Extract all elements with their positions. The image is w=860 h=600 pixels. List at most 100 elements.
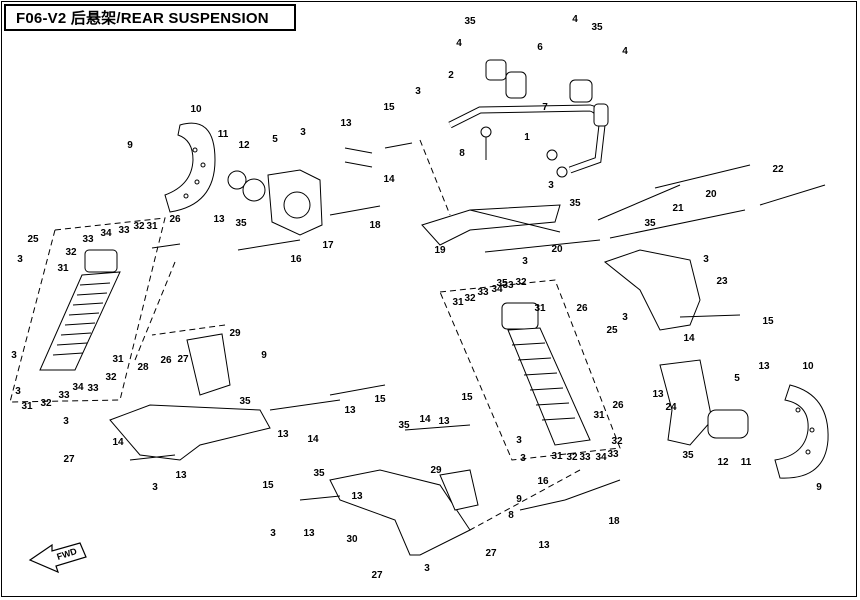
part-callout: 13 — [351, 491, 363, 502]
part-callout: 11 — [741, 457, 752, 468]
part-callout: 13 — [277, 429, 289, 440]
part-callout: 29 — [229, 328, 241, 339]
part-callout: 32 — [105, 372, 117, 383]
part-callout: 32 — [515, 277, 527, 288]
part-callout: 27 — [63, 454, 75, 465]
left-brake-disc — [164, 122, 216, 213]
part-callout: 32 — [464, 293, 476, 304]
right-brake-disc — [774, 384, 829, 479]
part-callout: 27 — [371, 570, 383, 581]
part-callout: 34 — [100, 228, 112, 239]
part-callout: 35 — [591, 22, 603, 33]
part-callout: 3 — [63, 416, 69, 427]
fwd-direction-arrow: FWD — [28, 542, 87, 574]
part-callout: 3 — [516, 435, 522, 446]
stabilizer-brackets — [480, 59, 609, 178]
upper-arm-right — [421, 204, 561, 246]
part-callout: 23 — [716, 276, 728, 287]
part-callout: 31 — [146, 221, 158, 232]
part-callout: 33 — [82, 234, 94, 245]
diagram-title: F06-V2 后悬架/REAR SUSPENSION — [16, 10, 269, 27]
part-callout: 15 — [461, 392, 473, 403]
part-callout: 17 — [322, 240, 334, 251]
part-callout: 35 — [398, 420, 410, 431]
part-callout: 7 — [542, 102, 548, 113]
part-callout: 15 — [374, 394, 386, 405]
part-callout: 34 — [595, 452, 607, 463]
part-callout: 22 — [772, 164, 784, 175]
part-callout: 33 — [477, 287, 489, 298]
part-callout: 14 — [383, 174, 395, 185]
part-callout: 13 — [438, 416, 450, 427]
part-callout: 6 — [537, 42, 543, 53]
part-callout: 9 — [127, 140, 133, 151]
part-callout: 3 — [522, 256, 528, 267]
part-callout: 3 — [703, 254, 709, 265]
part-callout: 13 — [303, 528, 315, 539]
right-shock-absorber — [501, 302, 591, 446]
part-callout: 31 — [57, 263, 69, 274]
part-callout: 3 — [548, 180, 554, 191]
part-callout: 33 — [502, 280, 514, 291]
part-callout: 13 — [175, 470, 187, 481]
bolts-upper-left — [151, 142, 413, 251]
part-callout: 31 — [593, 410, 605, 421]
part-callout: 35 — [682, 450, 694, 461]
part-callout: 33 — [579, 452, 591, 463]
diagram-title-box: F06-V2 后悬架/REAR SUSPENSION — [4, 4, 296, 31]
part-callout: 3 — [11, 350, 17, 361]
part-callout: 32 — [133, 221, 145, 232]
part-callout: 15 — [262, 480, 274, 491]
left-shock-absorber — [39, 249, 121, 371]
part-callout: 35 — [235, 218, 247, 229]
assembly-group-outlines — [9, 139, 621, 531]
part-callout: 31 — [551, 451, 563, 462]
part-callout: 18 — [608, 516, 620, 527]
part-callout: 31 — [21, 401, 33, 412]
leader-line — [151, 324, 226, 336]
part-callout: 13 — [213, 214, 225, 225]
part-callout: 10 — [802, 361, 814, 372]
part-callout: 4 — [456, 38, 462, 49]
part-callout: 25 — [606, 325, 618, 336]
misc-bolts — [129, 314, 741, 511]
part-callout: 26 — [169, 214, 181, 225]
part-callout: 15 — [383, 102, 395, 113]
part-callout: 33 — [58, 390, 70, 401]
part-callout: 25 — [27, 234, 39, 245]
part-callout: 31 — [452, 297, 464, 308]
part-callout: 33 — [607, 449, 619, 460]
part-callout: 19 — [434, 245, 446, 256]
part-callout: 21 — [672, 203, 684, 214]
part-callout: 24 — [665, 402, 677, 413]
part-callout: 31 — [534, 303, 546, 314]
part-callout: 9 — [816, 482, 822, 493]
part-callout: 27 — [177, 354, 189, 365]
long-shafts — [484, 164, 826, 253]
leader-line — [419, 139, 451, 216]
part-callout: 12 — [238, 140, 250, 151]
part-callout: 13 — [340, 118, 352, 129]
part-callout: 20 — [705, 189, 717, 200]
part-callout: 26 — [160, 355, 172, 366]
part-callout: 3 — [300, 127, 306, 138]
leader-line — [469, 469, 581, 531]
part-callout: 32 — [611, 436, 623, 447]
part-callout: 15 — [762, 316, 774, 327]
part-callout: 20 — [551, 244, 563, 255]
part-callout: 35 — [569, 198, 581, 209]
part-callout: 35 — [496, 278, 508, 289]
part-callout: 8 — [508, 510, 514, 521]
part-callout: 33 — [87, 383, 99, 394]
part-callout: 18 — [369, 220, 381, 231]
part-callout: 3 — [520, 453, 526, 464]
part-callout: 11 — [218, 129, 229, 140]
part-callout: 4 — [572, 14, 578, 25]
part-callout: 13 — [538, 540, 550, 551]
part-callout: 14 — [683, 333, 695, 344]
part-callout: 8 — [459, 148, 465, 159]
left-shock-group-outline — [9, 217, 166, 403]
